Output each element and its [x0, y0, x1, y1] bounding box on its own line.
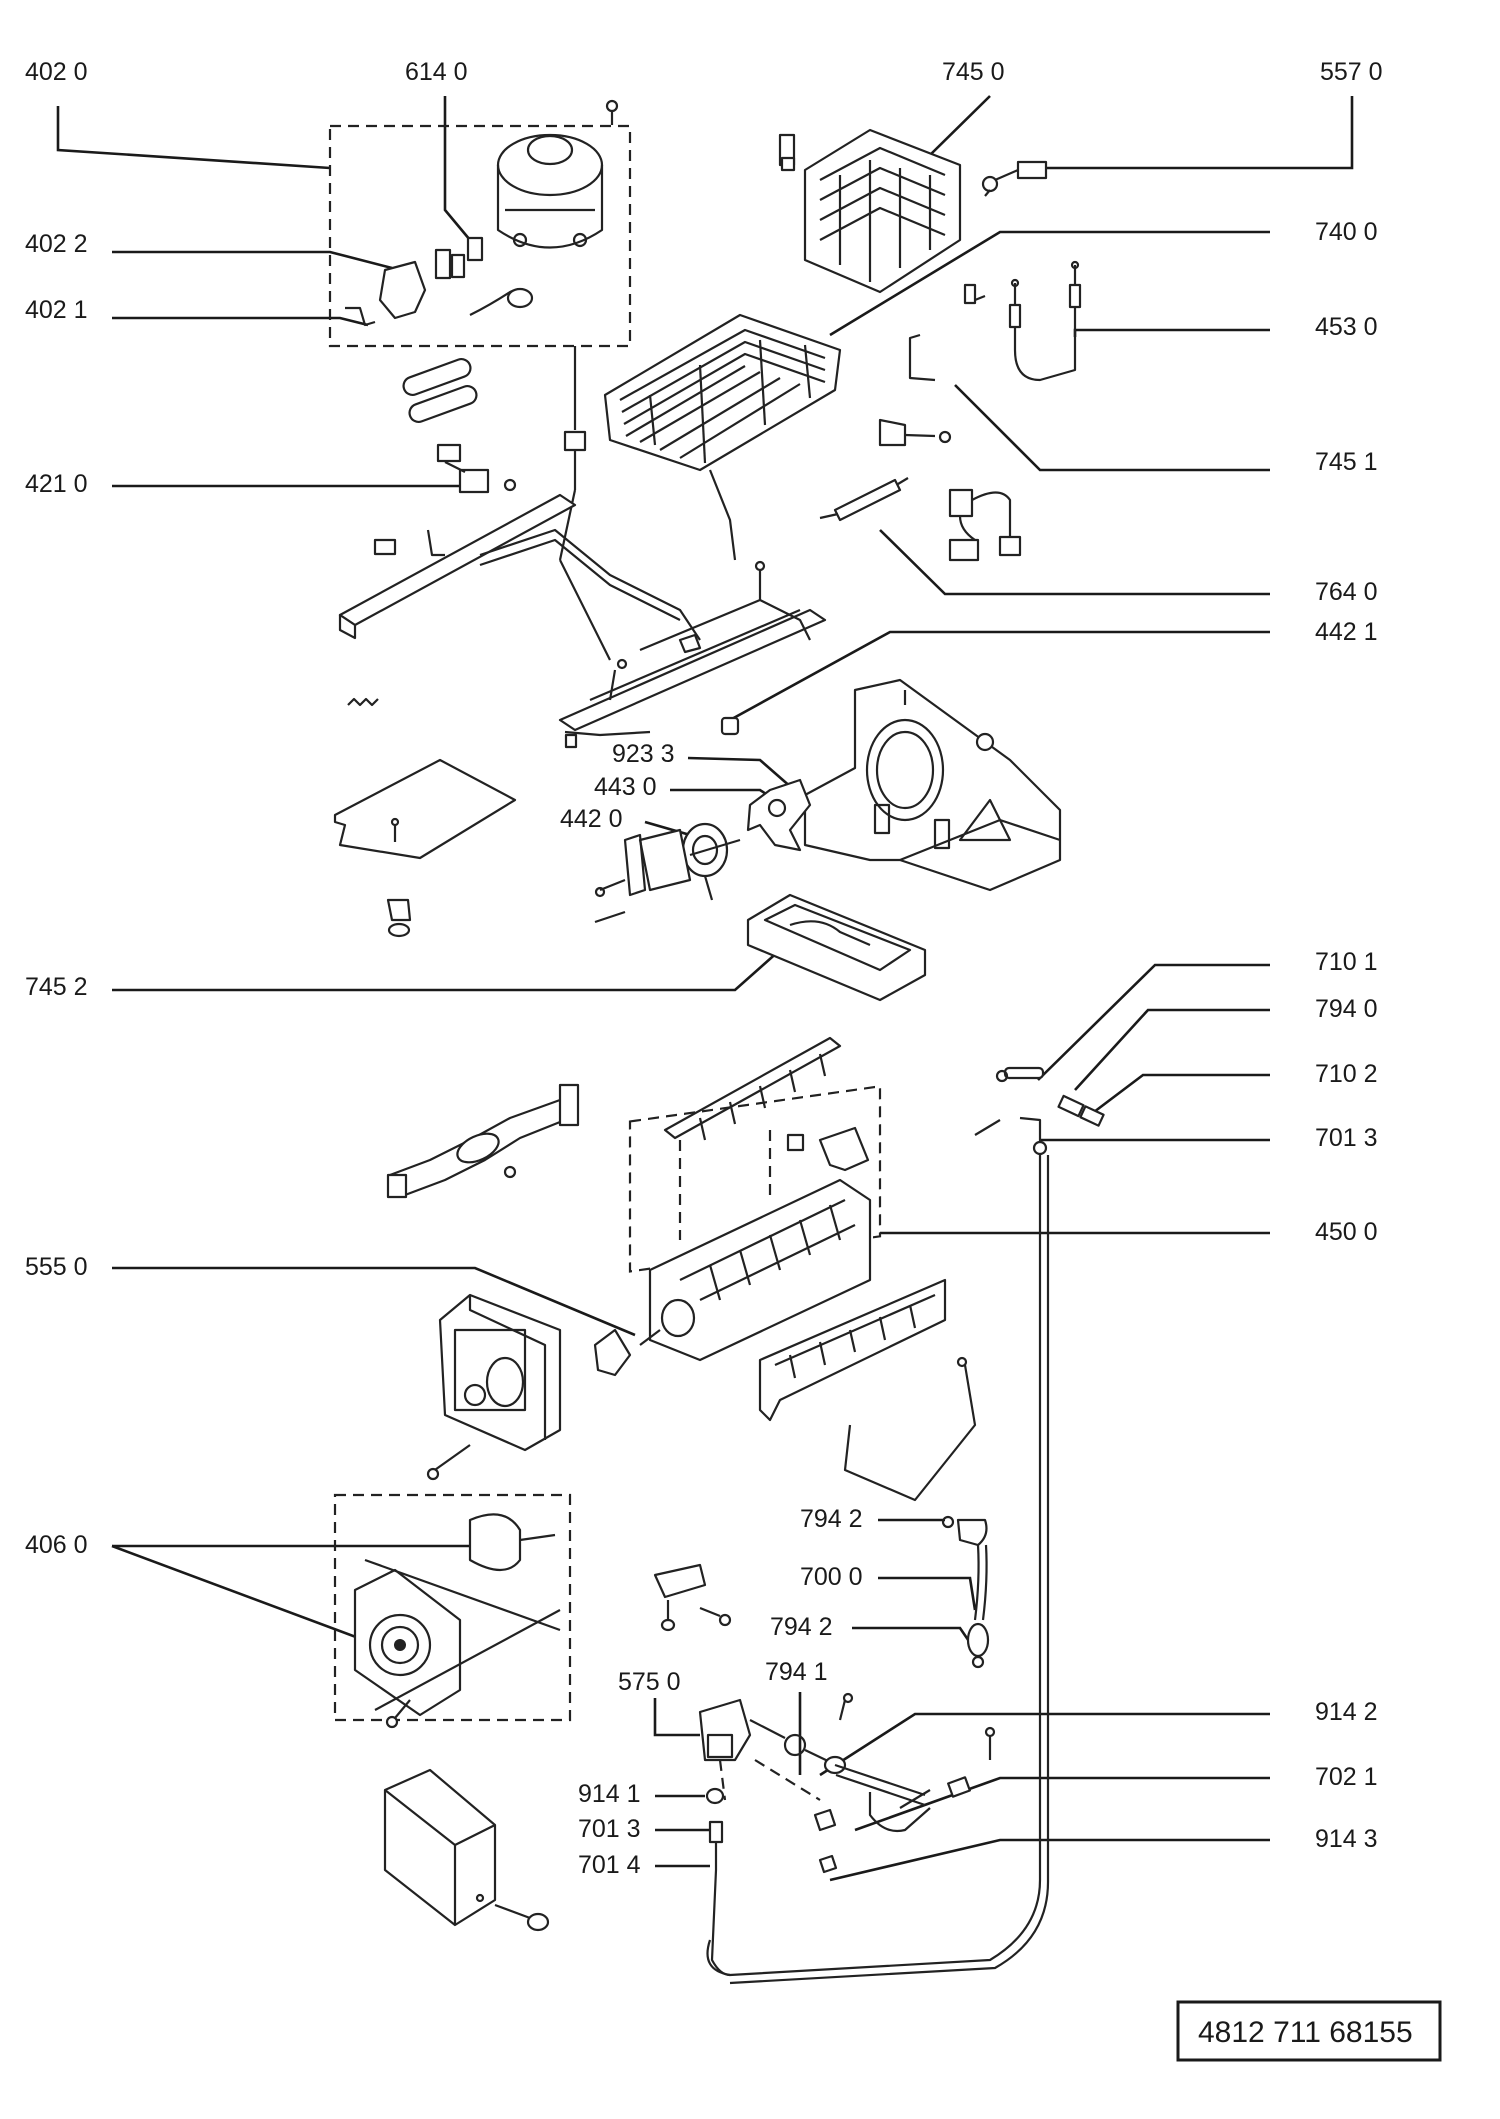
- compressor-assembly: [328, 124, 632, 348]
- callout-794-2-upper: 794 2: [800, 1505, 863, 1533]
- tube-700: [941, 1515, 990, 1669]
- callout-701-3-bottom: 701 3: [578, 1815, 641, 1843]
- callout-745-0: 745 0: [942, 58, 1005, 86]
- heater-453: [963, 260, 1082, 382]
- callout-402-2: 402 2: [25, 230, 88, 258]
- callout-402-1: 402 1: [25, 296, 88, 324]
- inlet-tube-assembly: [706, 1066, 1105, 1985]
- water-valve-575: [698, 1692, 931, 1833]
- callout-402-0: 402 0: [25, 58, 88, 86]
- callout-453-0: 453 0: [1315, 313, 1378, 341]
- control-module-555: [426, 1293, 632, 1481]
- callout-794-1: 794 1: [765, 1658, 828, 1686]
- callout-914-1: 914 1: [578, 1780, 641, 1808]
- reference-number: 4812 711 68155: [1198, 2016, 1413, 2049]
- callout-745-1: 745 1: [1315, 448, 1378, 476]
- frame-rails: [338, 493, 827, 732]
- callout-701-3-top: 701 3: [1315, 1124, 1378, 1152]
- callout-557-0: 557 0: [1320, 58, 1383, 86]
- callout-575-0: 575 0: [618, 1668, 681, 1696]
- callout-710-2: 710 2: [1315, 1060, 1378, 1088]
- fan-bracket: [803, 678, 1062, 892]
- thermostat-557: [981, 160, 1048, 197]
- callout-745-2: 745 2: [25, 973, 88, 1001]
- cover-box: [383, 1768, 550, 1932]
- filter-drier-764: [819, 477, 909, 522]
- callout-702-1: 702 1: [1315, 1763, 1378, 1791]
- heater-cable-assembly: [386, 1083, 580, 1199]
- callout-443-0: 443 0: [594, 773, 657, 801]
- bracket-small: [653, 1563, 732, 1632]
- cable-ties: [402, 358, 478, 423]
- callout-740-0: 740 0: [1315, 218, 1378, 246]
- callout-450-0: 450 0: [1315, 1218, 1378, 1246]
- spring-small: [347, 697, 379, 707]
- fan-motor-assembly: [594, 778, 812, 924]
- relay-part: [436, 443, 517, 494]
- wiring-harness: [948, 488, 1022, 562]
- callout-764-0: 764 0: [1315, 578, 1378, 606]
- callout-710-1: 710 1: [1315, 948, 1378, 976]
- callout-914-3: 914 3: [1315, 1825, 1378, 1853]
- callout-700-0: 700 0: [800, 1563, 863, 1591]
- drip-tray-745-2: [746, 893, 927, 1002]
- mounting-screw: [558, 99, 619, 661]
- ice-mold-450: [628, 1085, 882, 1362]
- callout-794-2-lower: 794 2: [770, 1613, 833, 1641]
- callout-442-1: 442 1: [1315, 618, 1378, 646]
- callout-794-0: 794 0: [1315, 995, 1378, 1023]
- bracket-745-1: [878, 333, 952, 447]
- callout-406-0: 406 0: [25, 1531, 88, 1559]
- ice-ejector-rake: [663, 1036, 870, 1240]
- callout-555-0: 555 0: [25, 1253, 88, 1281]
- evaporator-740: [603, 313, 842, 561]
- cover-plate: [333, 758, 517, 938]
- reference-box: 4812 711 68155: [1176, 2000, 1442, 2062]
- condenser-745: [778, 128, 962, 294]
- callout-923-3: 923 3: [612, 740, 675, 768]
- feeler-arm: [843, 1356, 977, 1502]
- callout-614-0: 614 0: [405, 58, 468, 86]
- callout-421-0: 421 0: [25, 470, 88, 498]
- fitting-parts: [705, 1726, 996, 1977]
- callout-442-0: 442 0: [560, 805, 623, 833]
- motor-group-406: [333, 1493, 572, 1729]
- callout-labels: 402 0 614 0 745 0 557 0 402 2 402 1 740 …: [25, 58, 1383, 1879]
- cable-442-1: [564, 716, 740, 749]
- shield-plate: [758, 1278, 947, 1422]
- callout-914-2: 914 2: [1315, 1698, 1378, 1726]
- callout-701-4: 701 4: [578, 1851, 641, 1879]
